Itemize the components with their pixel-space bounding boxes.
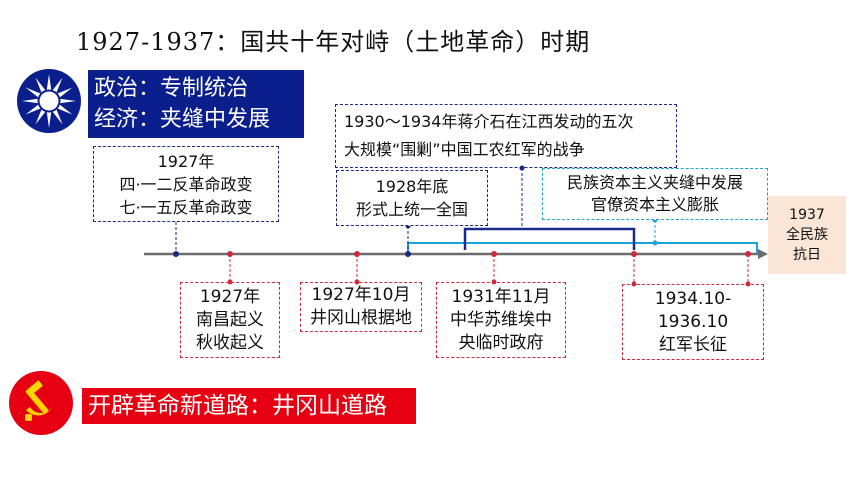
hammer-sickle-icon bbox=[8, 370, 74, 436]
event-text: 七·一五反革命政变 bbox=[119, 197, 253, 217]
marker-1928 bbox=[405, 251, 411, 257]
event-year: 1936.10 bbox=[657, 311, 729, 332]
event-year: 1937 bbox=[789, 207, 825, 223]
kmt-politics-text: 政治：专制统治 bbox=[94, 76, 249, 101]
timeline-arrow bbox=[758, 249, 768, 259]
kmt-economy-text: 经济：夹缝中发展 bbox=[94, 107, 271, 132]
event-jinggangshan-base: 1927年10月 井冈山根据地 bbox=[300, 282, 422, 332]
marker-1927-coup bbox=[173, 251, 179, 257]
event-text: 1930～1934年蒋介石在江西发动的五次 bbox=[344, 112, 634, 131]
event-text: 中华苏维埃中 bbox=[450, 309, 552, 330]
event-capitalism: 民族资本主义夹缝中发展 官僚资本主义膨胀 bbox=[542, 168, 768, 220]
event-year: 1928年底 bbox=[375, 177, 449, 196]
event-encirclement-campaigns: 1930～1934年蒋介石在江西发动的五次 大规模“围剿”中国工农红军的战争 bbox=[335, 104, 677, 168]
kmt-emblem-icon bbox=[16, 68, 82, 134]
kmt-policy-box: 政治：专制统治 经济：夹缝中发展 bbox=[88, 70, 304, 138]
event-nanchang-uprising: 1927年 南昌起义 秋收起义 bbox=[180, 282, 280, 358]
event-soviet-government: 1931年11月 中华苏维埃中 央临时政府 bbox=[436, 282, 566, 358]
event-text: 形式上统一全国 bbox=[355, 200, 468, 219]
event-text: 井冈山根据地 bbox=[310, 308, 412, 328]
event-year: 1927年10月 bbox=[311, 285, 411, 305]
campaign-bracket bbox=[463, 227, 636, 250]
event-text: 大规模“围剿”中国工农红军的战争 bbox=[344, 140, 585, 159]
event-text: 官僚资本主义膨胀 bbox=[590, 195, 719, 214]
event-1927-coups: 1927年 四·一二反革命政变 七·一五反革命政变 bbox=[93, 146, 279, 222]
event-year: 1927年 bbox=[157, 151, 215, 171]
cpc-road-label: 开辟革命新道路：井冈山道路 bbox=[82, 388, 416, 424]
event-text: 民族资本主义夹缝中发展 bbox=[566, 173, 743, 192]
marker-jinggang bbox=[354, 251, 360, 257]
event-long-march: 1934.10- 1936.10 红军长征 bbox=[622, 284, 764, 360]
page-title: 1927-1937：国共十年对峙（土地革命）时期 bbox=[76, 28, 591, 56]
event-1928-unification: 1928年底 形式上统一全国 bbox=[336, 170, 488, 226]
capital-bracket bbox=[407, 242, 758, 254]
event-text: 四·一二反革命政变 bbox=[119, 174, 253, 194]
event-text: 红军长征 bbox=[659, 334, 727, 355]
marker-soviet bbox=[491, 251, 497, 257]
event-year: 1934.10- bbox=[654, 288, 732, 309]
event-1937-war-resistance: 1937 全民族 抗日 bbox=[768, 196, 846, 274]
event-text: 抗日 bbox=[793, 247, 821, 263]
event-year: 1927年 bbox=[199, 286, 261, 307]
marker-march-start bbox=[631, 251, 637, 257]
event-year: 1931年11月 bbox=[451, 286, 551, 307]
marker-march-end bbox=[745, 251, 751, 257]
marker-nanchang bbox=[227, 251, 233, 257]
event-text: 秋收起义 bbox=[196, 332, 264, 353]
event-text: 央临时政府 bbox=[458, 332, 544, 353]
event-text: 全民族 bbox=[786, 227, 828, 243]
event-text: 南昌起义 bbox=[196, 309, 264, 330]
